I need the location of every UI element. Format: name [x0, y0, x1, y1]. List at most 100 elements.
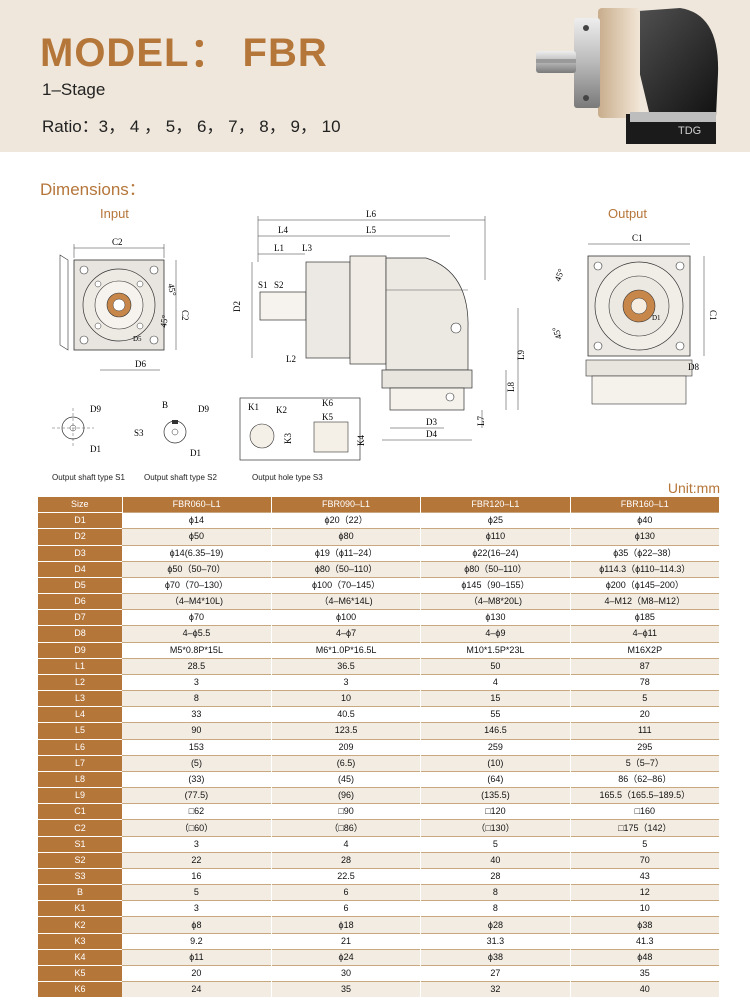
table-cell: (33): [122, 770, 272, 788]
table-cell: M5*0.8P*15L: [122, 641, 272, 659]
table-cell: （□130）: [420, 819, 571, 837]
ratio-text: Ratio：3， 4 ， 5， 6， 7， 8， 9， 10: [42, 117, 341, 136]
output-view-label: Output: [608, 206, 648, 221]
output-view-drawing: C1 C1 45° 45° D1 D8: [550, 233, 718, 405]
table-cell: ϕ80: [271, 528, 422, 546]
table-cell: 31.3: [420, 932, 571, 950]
svg-text:D9: D9: [90, 404, 101, 414]
caption-shaft-s2: Output shaft type S2: [144, 473, 217, 482]
table-cell: 4: [420, 673, 571, 691]
table-cell: 8: [122, 690, 272, 707]
table-cell: 4–ϕ7: [271, 625, 422, 643]
table-cell: 6: [271, 900, 422, 917]
table-cell: 4–ϕ11: [570, 625, 721, 643]
svg-text:D4: D4: [426, 429, 437, 439]
unit-label: Unit:mm: [667, 480, 720, 496]
table-cell: （□60）: [122, 819, 272, 837]
svg-text:D2: D2: [232, 301, 242, 312]
table-cell: 78: [570, 673, 721, 691]
table-cell: M16X2P: [570, 641, 721, 659]
table-cell: ϕ50: [122, 528, 272, 546]
svg-text:D9: D9: [198, 404, 209, 414]
svg-text:S1: S1: [258, 280, 268, 290]
svg-text:K1: K1: [248, 402, 259, 412]
table-cell: 40.5: [271, 706, 422, 723]
svg-text:L7: L7: [476, 416, 486, 426]
shaft-type-s2-drawing: B D9 S3 D1: [134, 400, 209, 458]
table-cell: ϕ200（ϕ145–200）: [570, 576, 721, 594]
table-cell: 9.2: [122, 932, 272, 950]
table-cell: 40: [570, 981, 721, 998]
table-row: L8(33)(45)(64)86（62–86）: [38, 770, 721, 788]
table-cell: 111: [570, 722, 721, 740]
input-view-label: Input: [100, 206, 129, 221]
table-cell: ϕ100（70–145）: [271, 576, 422, 594]
model-title: MODEL： FBR: [40, 31, 328, 75]
row-label: L2: [38, 673, 122, 691]
table-cell: □175（142）: [570, 819, 721, 837]
table-cell: 8: [420, 884, 571, 901]
dimensions-title: Dimensions：: [40, 180, 146, 199]
table-cell: ϕ100: [271, 609, 422, 626]
shaft-type-s1-drawing: D9 D1: [52, 404, 101, 454]
row-label: K3: [38, 932, 122, 950]
row-label: L7: [38, 754, 122, 772]
table-cell: 5: [570, 835, 721, 853]
table-cell: ϕ185: [570, 609, 721, 626]
table-cell: (10): [420, 754, 571, 772]
table-cell: ϕ80（50–110）: [271, 560, 422, 578]
svg-text:L4: L4: [278, 225, 288, 235]
table-cell: ϕ28: [420, 916, 571, 934]
svg-text:D8: D8: [688, 362, 699, 372]
svg-text:L5: L5: [366, 225, 376, 235]
table-cell: ϕ145（90–155）: [420, 576, 571, 594]
row-label: L8: [38, 770, 122, 788]
table-cell: ϕ19（ϕ11–24）: [271, 544, 422, 562]
table-cell: 41.3: [570, 932, 721, 950]
row-label: L3: [38, 690, 122, 707]
row-label: B: [38, 884, 122, 901]
table-cell: M6*1.0P*16.5L: [271, 641, 422, 659]
table-cell: 22.5: [271, 867, 422, 885]
table-cell: （4–M4*10L): [122, 593, 272, 610]
svg-text:D1: D1: [190, 448, 201, 458]
table-cell: ϕ70: [122, 609, 272, 626]
table-cell: ϕ20（22）: [271, 512, 422, 529]
svg-text:K3: K3: [283, 433, 293, 444]
svg-text:L6: L6: [366, 209, 376, 219]
row-label: L1: [38, 657, 122, 675]
svg-text:C1: C1: [632, 233, 643, 243]
header-banner: MODEL： FBR 1–Stage Ratio：3， 4 ， 5， 6， 7，…: [0, 0, 750, 152]
svg-text:L3: L3: [302, 243, 312, 253]
table-row: L7(5)(6.5)(10)5（5–7）: [38, 754, 721, 772]
table-cell: ϕ24: [271, 948, 422, 966]
table-cell: 4–ϕ9: [420, 625, 571, 643]
table-cell: 24: [122, 981, 272, 998]
table-row: D6（4–M4*10L)（4–M6*14L)（4–M8*20L)4–M12（M8…: [38, 593, 721, 610]
svg-text:S3: S3: [134, 428, 144, 438]
table-cell: 50: [420, 657, 571, 675]
row-label: S3: [38, 867, 122, 885]
table-cell: 123.5: [271, 722, 422, 740]
table-cell: 10: [570, 900, 721, 917]
table-cell: 3: [271, 673, 422, 691]
header-fbr120: FBR120–L1: [420, 497, 571, 513]
table-cell: 5: [570, 690, 721, 707]
table-header-row: Size FBR060–L1 FBR090–L1 FBR120–L1 FBR16…: [38, 497, 721, 513]
table-cell: □90: [271, 803, 422, 820]
table-cell: 55: [420, 706, 571, 723]
input-view-drawing: C2 C2 45° 45° D6 D5: [59, 237, 190, 371]
table-cell: 12: [570, 884, 721, 901]
